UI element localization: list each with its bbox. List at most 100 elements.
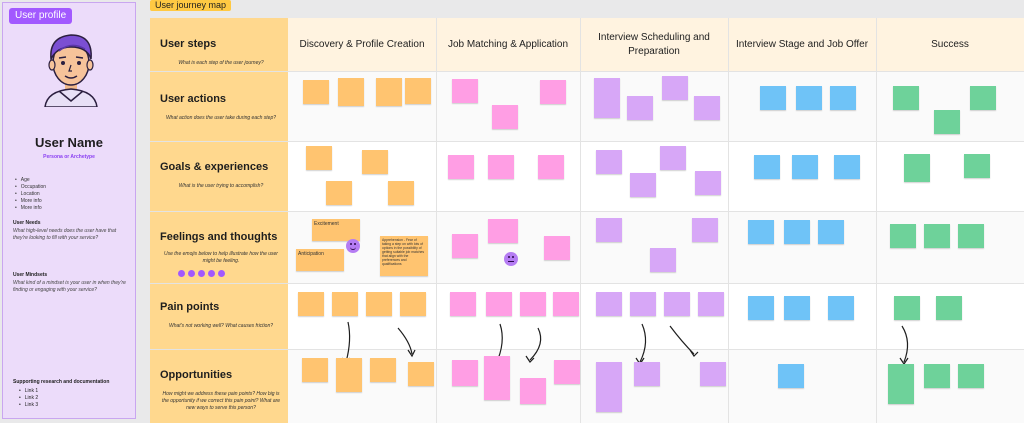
sticky-note[interactable] (596, 218, 622, 242)
grid-line (150, 141, 1024, 142)
sticky-note[interactable] (694, 96, 720, 120)
sticky-note[interactable] (520, 378, 546, 404)
sticky-note[interactable] (630, 173, 656, 197)
sticky-note[interactable] (376, 78, 402, 106)
sticky-note[interactable] (792, 155, 818, 179)
sticky-note[interactable] (894, 296, 920, 320)
sticky-note[interactable] (326, 181, 352, 205)
sticky-note[interactable] (662, 76, 688, 100)
sticky-note[interactable] (486, 292, 512, 316)
sticky-note[interactable] (388, 181, 414, 205)
column-header-success: Success (876, 18, 1024, 71)
sticky-note[interactable] (596, 362, 622, 412)
sticky-note[interactable] (488, 219, 518, 243)
sticky-note[interactable] (964, 154, 990, 178)
sticky-note[interactable] (692, 218, 718, 242)
sticky-note[interactable] (370, 358, 396, 382)
sticky-note[interactable] (924, 224, 950, 248)
sticky-note[interactable] (405, 78, 431, 104)
sticky-note[interactable] (784, 296, 810, 320)
sticky-note[interactable] (630, 292, 656, 316)
sticky-note[interactable] (594, 78, 620, 118)
sticky-note[interactable] (336, 358, 362, 392)
sticky-anticipation[interactable]: Anticipation (296, 249, 344, 271)
sticky-note[interactable] (890, 224, 916, 248)
row-label-user-steps: User steps What is each step of the user… (150, 18, 288, 71)
sticky-note[interactable] (660, 146, 686, 170)
sticky-note[interactable] (450, 292, 476, 316)
sticky-note[interactable] (796, 86, 822, 110)
column-header-job-offer: Interview Stage and Job Offer (728, 18, 876, 71)
sticky-note[interactable] (544, 236, 570, 260)
sticky-note[interactable] (828, 296, 854, 320)
sticky-note[interactable] (553, 292, 579, 316)
profile-chip[interactable]: User profile (9, 8, 73, 24)
sticky-note[interactable] (904, 154, 930, 182)
sticky-note[interactable] (484, 356, 510, 400)
sticky-note[interactable] (332, 292, 358, 316)
sticky-note[interactable] (936, 296, 962, 320)
sticky-note[interactable] (400, 292, 426, 316)
sticky-note[interactable] (754, 155, 780, 179)
attribute-item: Occupation (15, 184, 46, 191)
emoji-upset-icon[interactable] (218, 270, 225, 277)
sticky-note[interactable] (448, 155, 474, 179)
sticky-note[interactable] (834, 155, 860, 179)
sticky-note[interactable] (934, 110, 960, 134)
sticky-note[interactable] (748, 296, 774, 320)
sticky-note[interactable] (830, 86, 856, 110)
attribute-list: Age Occupation Location More info More i… (15, 177, 46, 212)
sticky-note[interactable] (596, 292, 622, 316)
sticky-note[interactable] (596, 150, 622, 174)
sticky-note[interactable] (306, 146, 332, 170)
sticky-note[interactable] (650, 248, 676, 272)
sticky-note[interactable] (627, 96, 653, 120)
sticky-note[interactable] (664, 292, 690, 316)
sticky-note[interactable] (634, 362, 660, 386)
user-mindsets-text: What kind of a mindset is your user in w… (13, 280, 126, 293)
sticky-note[interactable] (540, 80, 566, 104)
sticky-note[interactable] (970, 86, 996, 110)
sticky-note[interactable] (298, 292, 324, 316)
sticky-note[interactable] (452, 79, 478, 103)
sticky-note[interactable] (958, 224, 984, 248)
sticky-note[interactable] (362, 150, 388, 174)
sticky-note[interactable] (554, 360, 580, 384)
sticky-note[interactable] (520, 292, 546, 316)
sticky-note[interactable] (695, 171, 721, 195)
emoji-happy-icon[interactable] (188, 270, 195, 277)
sticky-excitement[interactable]: Excitement (312, 219, 360, 241)
sticky-note[interactable] (924, 364, 950, 388)
journey-map-chip[interactable]: User journey map (150, 0, 232, 11)
sticky-note[interactable] (748, 220, 774, 244)
sticky-note[interactable] (408, 362, 434, 386)
sticky-note[interactable] (958, 364, 984, 388)
sticky-note[interactable] (338, 78, 364, 106)
sticky-apprehension[interactable]: Apprehension - Fear of taking a step on … (380, 236, 428, 276)
sticky-note[interactable] (818, 220, 844, 244)
sticky-note[interactable] (698, 292, 724, 316)
emoji-neutral-icon[interactable] (198, 270, 205, 277)
sticky-note[interactable] (893, 86, 919, 110)
avatar-icon (44, 34, 98, 107)
research-link[interactable]: Link 3 (19, 402, 38, 409)
sticky-note[interactable] (888, 364, 914, 404)
sticky-note[interactable] (778, 364, 804, 388)
sticky-note[interactable] (492, 105, 518, 129)
grid-line (150, 349, 1024, 350)
sticky-note[interactable] (488, 155, 514, 179)
sticky-note[interactable] (452, 360, 478, 386)
sticky-note[interactable] (700, 362, 726, 386)
research-link[interactable]: Link 2 (19, 395, 38, 402)
sticky-note[interactable] (303, 80, 329, 104)
sticky-note[interactable] (784, 220, 810, 244)
sticky-note[interactable] (302, 358, 328, 382)
emoji-sad-icon[interactable] (208, 270, 215, 277)
sticky-note[interactable] (760, 86, 786, 110)
sticky-note[interactable] (366, 292, 392, 316)
emoji-delighted-icon[interactable] (178, 270, 185, 277)
sticky-note[interactable] (538, 155, 564, 179)
row-label-feelings: Feelings and thoughts Use the emojis bel… (150, 211, 288, 283)
sticky-note[interactable] (452, 234, 478, 258)
research-link[interactable]: Link 1 (19, 388, 38, 395)
